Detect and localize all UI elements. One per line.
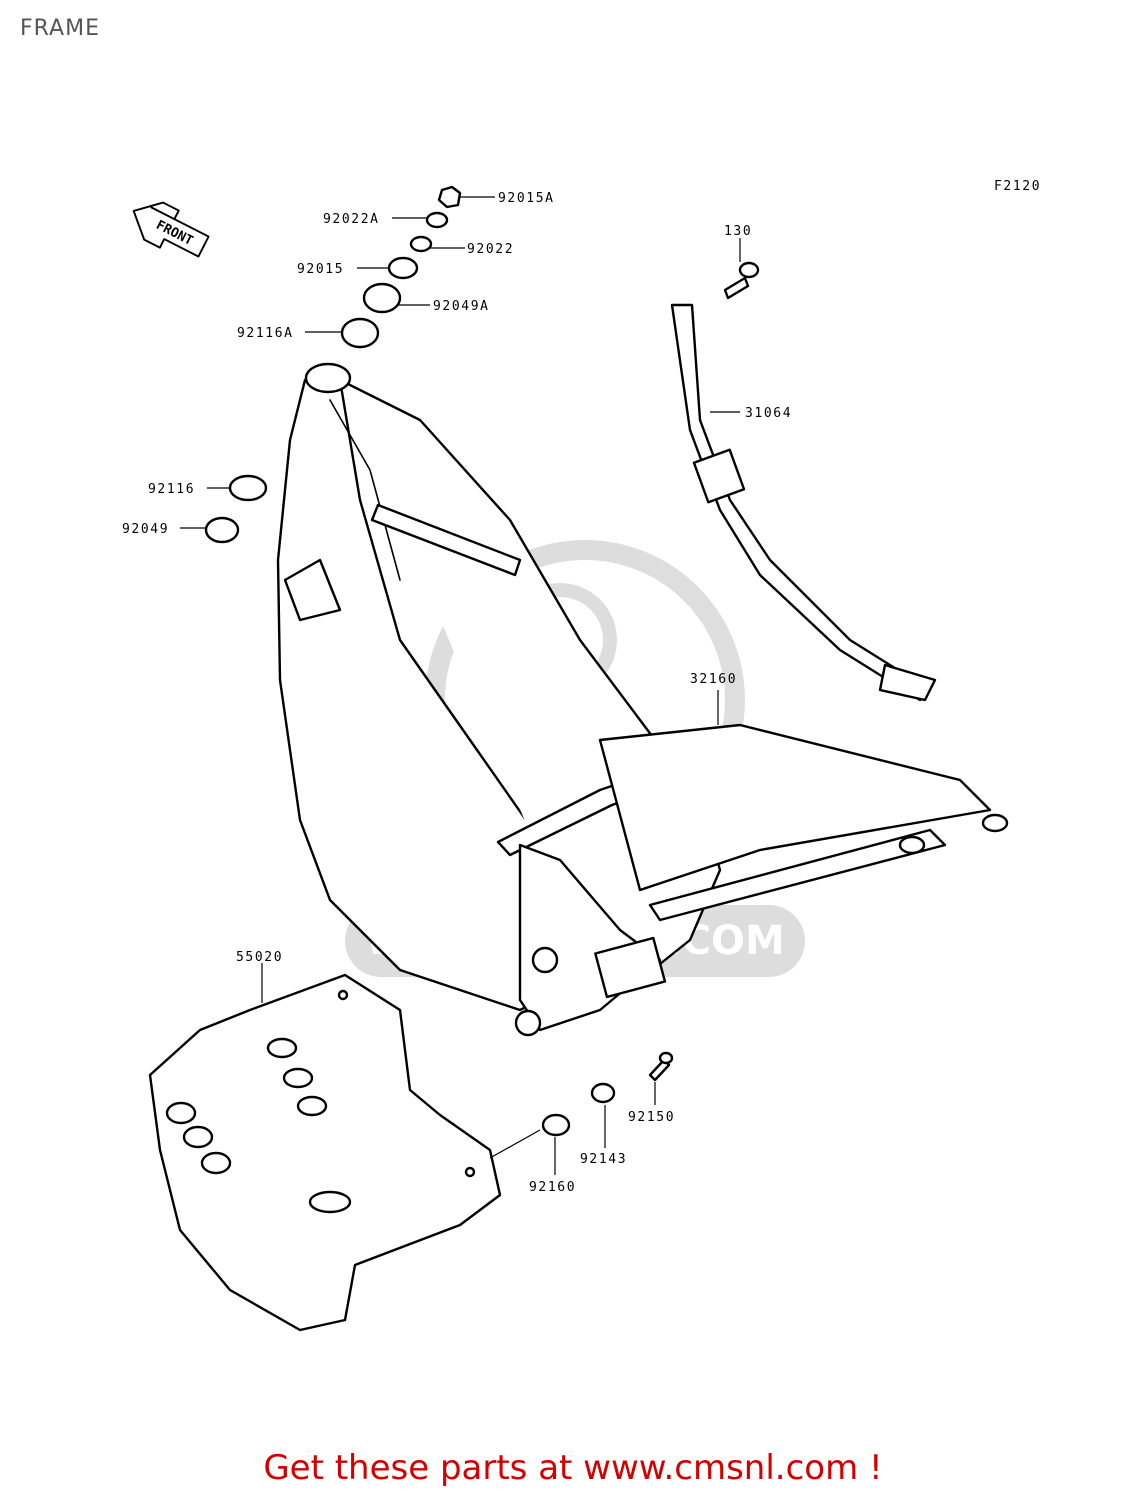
frame-parts-diagram: WWW.CMSNL.COM FRONT: [122, 179, 1041, 1332]
part-label: 92116: [148, 482, 195, 497]
steering-stack: [204, 185, 462, 544]
part-label: 31064: [745, 406, 792, 421]
part-label: 92049: [122, 522, 169, 537]
part-label: 92022: [467, 242, 514, 257]
part-label: 92015: [297, 262, 344, 277]
part-label: 92015A: [498, 191, 555, 206]
part-label: 92143: [580, 1152, 627, 1167]
hardware-92150: [648, 1051, 674, 1082]
part-label: 92022A: [323, 212, 380, 227]
page-title: FRAME: [20, 16, 100, 41]
diagram-code: F2120: [994, 179, 1041, 194]
part-label: 92150: [628, 1110, 675, 1125]
part-label: 130: [724, 224, 752, 239]
part-label: 92160: [529, 1180, 576, 1195]
leader-lines: [180, 196, 741, 1175]
bracket-31064: [670, 303, 937, 702]
part-label: 32160: [690, 672, 737, 687]
bolt-130: [723, 261, 760, 300]
part-label: 92049A: [433, 299, 490, 314]
part-label: 55020: [236, 950, 283, 965]
skid-plate-55020: [148, 973, 502, 1332]
footer-banner: Get these parts at www.cmsnl.com !: [0, 1448, 1146, 1488]
main-frame: [276, 362, 1009, 1037]
part-label: 92116A: [237, 326, 294, 341]
hardware-92160: [541, 1113, 571, 1137]
cta-link[interactable]: Get these parts at www.cmsnl.com !: [263, 1448, 883, 1488]
front-arrow-icon: FRONT: [132, 201, 210, 258]
hardware-92143: [590, 1082, 616, 1104]
